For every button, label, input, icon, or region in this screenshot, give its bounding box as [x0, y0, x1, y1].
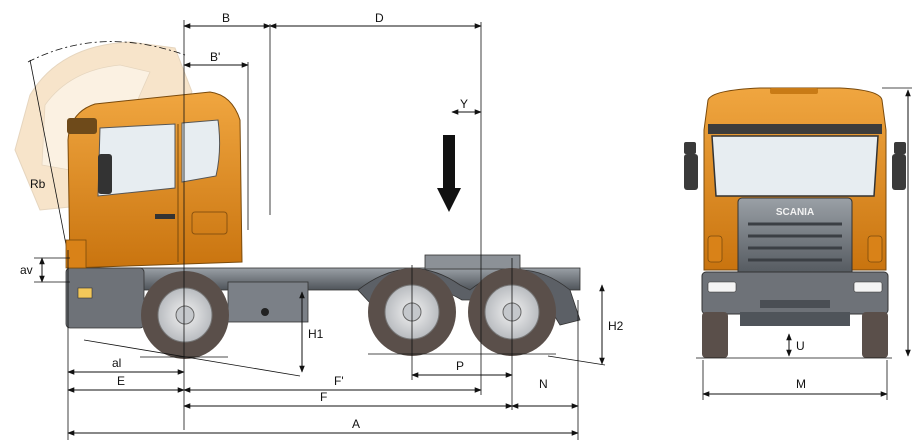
label-rb: Rb — [30, 177, 46, 191]
front-wheel — [141, 271, 229, 359]
left-mirror — [684, 154, 698, 190]
label-a: A — [352, 417, 360, 431]
label-m: M — [796, 377, 806, 391]
label-f: F — [320, 390, 327, 404]
label-b: B — [222, 11, 230, 25]
front-right-tyre — [862, 312, 888, 358]
right-mirror — [892, 154, 906, 190]
label-f-prime: F' — [334, 374, 344, 388]
front-left-tyre — [702, 312, 728, 358]
label-al: al — [112, 356, 121, 370]
brand-logo: SCANIA — [776, 207, 814, 218]
label-h2: H2 — [608, 319, 624, 333]
label-b-prime: B' — [210, 50, 220, 64]
label-e: E — [117, 374, 125, 388]
cab — [65, 91, 243, 269]
label-u: U — [796, 339, 805, 353]
tilt-arc — [27, 41, 186, 63]
label-n: N — [539, 377, 548, 391]
front-windscreen — [711, 135, 879, 197]
label-y: Y — [460, 97, 468, 111]
approach-angle-line — [83, 339, 301, 377]
label-d: D — [375, 11, 384, 25]
front-view: SCANIA M U — [684, 87, 912, 400]
load-arrow — [437, 135, 461, 212]
departure-angle-line — [547, 355, 606, 366]
side-view: B D B' Y Rb av H1 H2 al E F' P — [14, 11, 624, 440]
label-h1: H1 — [308, 327, 324, 341]
label-p: P — [456, 359, 464, 373]
label-av: av — [20, 263, 33, 277]
rb-radius-line — [29, 59, 71, 266]
